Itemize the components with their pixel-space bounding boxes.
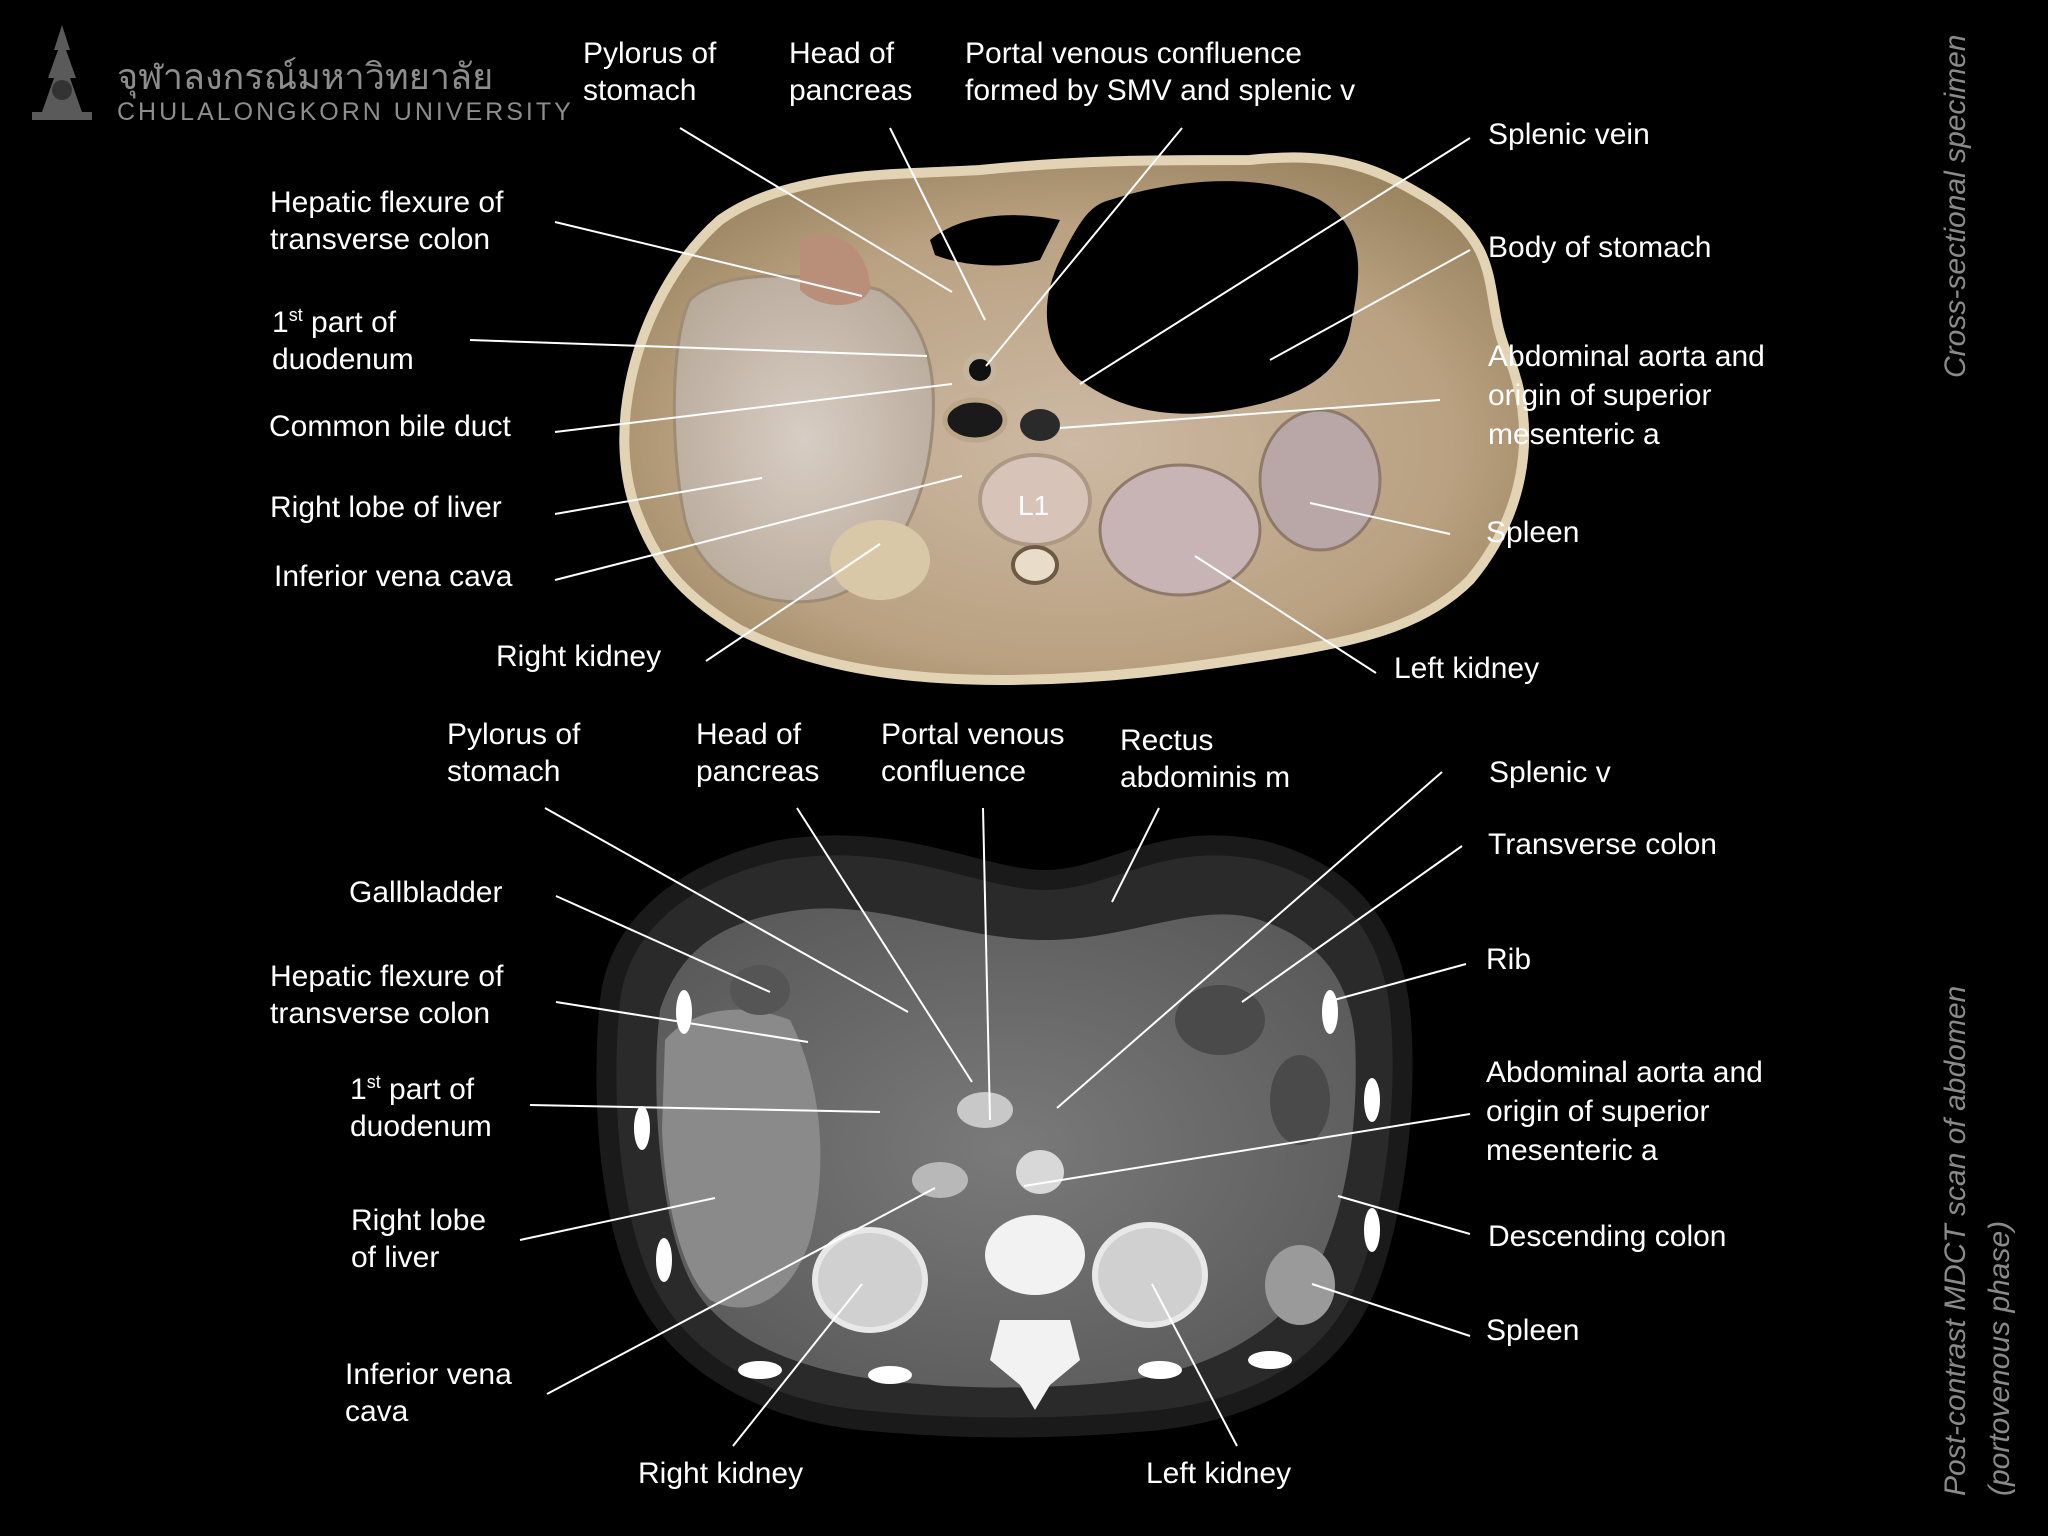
university-seal-icon — [32, 25, 92, 120]
specimen-label-right-kidney: Right kidney — [496, 640, 662, 673]
vertebra-label: L1 — [1018, 490, 1049, 521]
logo-english-name: CHULALONGKORN UNIVERSITY — [117, 98, 574, 126]
ct-label-descending-colon: Descending colon — [1488, 1220, 1727, 1253]
cross-sectional-specimen — [619, 152, 1530, 686]
ct-label-right-kidney: Right kidney — [638, 1457, 804, 1490]
specimen-label-spleen: Spleen — [1486, 516, 1580, 549]
university-logo: จุฬาลงกรณ์มหาวิทยาลัย CHULALONGKORN UNIV… — [22, 20, 571, 130]
specimen-label-right-lobe-of-liver: Right lobe of liver — [270, 491, 502, 524]
logo-thai-name: จุฬาลงกรณ์มหาวิทยาลัย — [117, 56, 494, 97]
specimen-label-left-kidney: Left kidney — [1394, 652, 1540, 685]
specimen-label-duodenum: 1st part of duodenum — [272, 305, 414, 376]
specimen-label-body-of-stomach: Body of stomach — [1488, 231, 1712, 264]
specimen-label-splenic-vein: Splenic vein — [1488, 118, 1650, 151]
ct-label-spleen: Spleen — [1486, 1314, 1580, 1347]
ct-leader-lines — [519, 771, 1471, 1447]
specimen-leader-lines — [469, 127, 1471, 674]
ct-scan — [596, 835, 1413, 1438]
ct-label-left-kidney: Left kidney — [1146, 1457, 1292, 1490]
ct-label-rib: Rib — [1486, 943, 1532, 976]
specimen-label-common-bile-duct: Common bile duct — [269, 410, 511, 443]
specimen-label-ivc: Inferior vena cava — [274, 560, 513, 593]
ct-label-splenic-v: Splenic v — [1489, 756, 1611, 789]
ct-label-gallbladder: Gallbladder — [349, 876, 503, 909]
ct-label-transverse-colon: Transverse colon — [1488, 828, 1717, 861]
ct-label-duodenum: 1st part of duodenum — [350, 1072, 492, 1143]
